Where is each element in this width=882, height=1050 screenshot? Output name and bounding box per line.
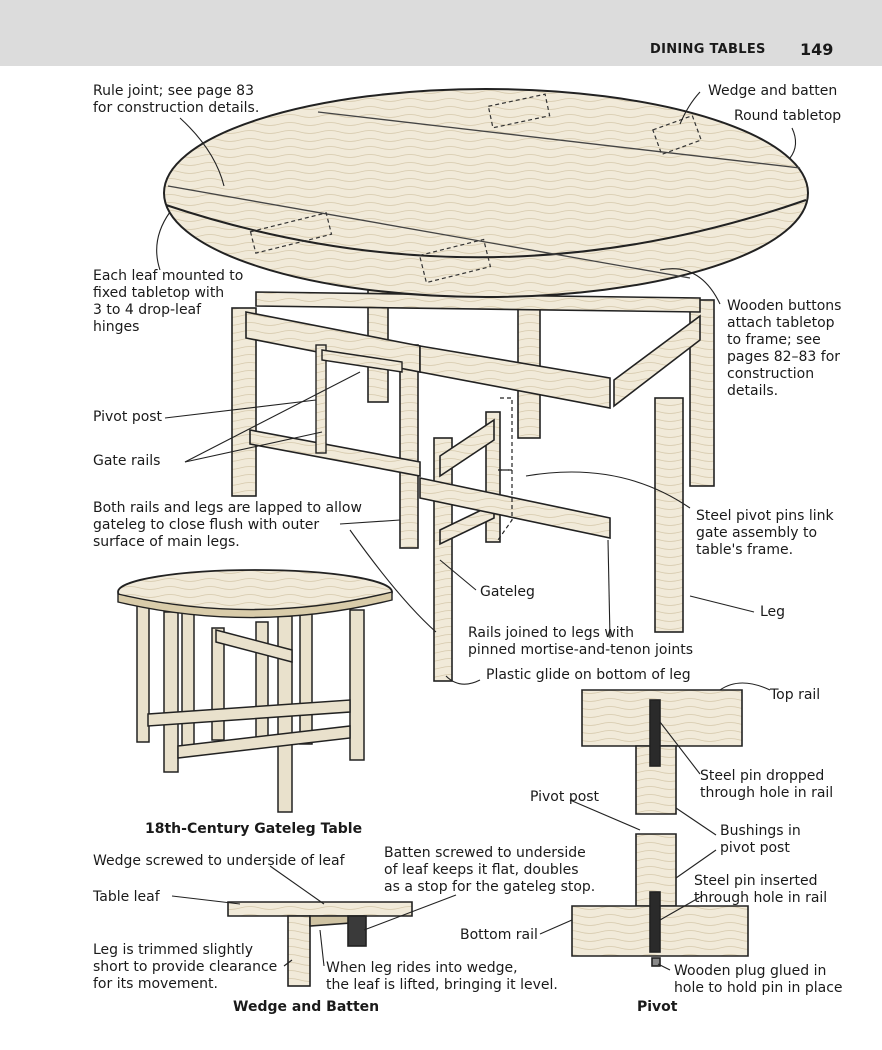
- leader-lines: [156, 91, 797, 971]
- label-leg: Leg: [760, 604, 786, 620]
- label-pivot-post: Pivot post: [93, 409, 163, 425]
- header-band: [0, 0, 882, 66]
- wedge-batten-drawing: [227, 901, 413, 987]
- label-gateleg: Gateleg: [480, 584, 535, 600]
- gate-rails-drawing: [315, 344, 403, 454]
- label-steel-pin-inserted: Steel pin inserted through hole in rail: [694, 873, 828, 906]
- label-leg-trimmed: Leg is trimmed slightly short to provide…: [93, 942, 278, 992]
- caption-pivot: Pivot: [637, 999, 678, 1015]
- label-top-rail: Top rail: [770, 687, 821, 703]
- label-table-leaf: Table leaf: [93, 889, 160, 905]
- label-wedge-batten-top: Wedge and batten: [708, 83, 838, 99]
- label-each-leaf: Each leaf mounted to fixed tabletop with…: [93, 268, 244, 335]
- tabletop-edge: [165, 199, 807, 259]
- caption-wedge-and-batten: Wedge and Batten: [233, 999, 380, 1015]
- label-when-leg-rides: When leg rides into wedge, the leaf is l…: [326, 960, 558, 993]
- label-rule-joint: Rule joint; see page 83 for construction…: [93, 83, 260, 116]
- gateleg-table-drawing: [117, 569, 393, 813]
- label-gate-rails: Gate rails: [93, 453, 161, 469]
- gateleg-path-dashed: [497, 397, 513, 541]
- label-batten-screwed: Batten screwed to underside of leaf keep…: [384, 845, 596, 895]
- label-steel-pivot-pins: Steel pivot pins link gate assembly to t…: [696, 508, 834, 558]
- caption-gateleg-table: 18th-Century Gateleg Table: [145, 821, 363, 837]
- gateleg-assembly: [419, 411, 611, 682]
- pivot-drawing: [571, 689, 749, 967]
- page-number: 149: [800, 40, 834, 59]
- label-wedge-screwed: Wedge screwed to underside of leaf: [93, 853, 345, 869]
- running-head: DINING TABLES: [650, 42, 766, 57]
- rule-joint-line-right: [317, 111, 801, 169]
- label-wooden-buttons: Wooden buttons attach tabletop to frame;…: [727, 298, 842, 399]
- label-pivot-post-detail: Pivot post: [530, 789, 600, 805]
- label-bushings: Bushings in pivot post: [720, 823, 801, 856]
- label-rails-joined: Rails joined to legs with pinned mortise…: [468, 625, 694, 658]
- label-both-rails: Both rails and legs are lapped to allow …: [93, 500, 362, 550]
- round-tabletop-drawing: [163, 88, 809, 298]
- label-round-tabletop: Round tabletop: [734, 108, 842, 124]
- rule-joint-line-left: [167, 185, 691, 279]
- frame-rails: [245, 291, 701, 477]
- label-wooden-plug: Wooden plug glued in hole to hold pin in…: [674, 963, 843, 996]
- label-plastic-glide: Plastic glide on bottom of leg: [486, 667, 691, 683]
- hidden-battens: [249, 93, 702, 284]
- label-bottom-rail: Bottom rail: [460, 927, 538, 943]
- label-steel-pin-dropped: Steel pin dropped through hole in rail: [700, 768, 834, 801]
- main-table: [163, 88, 809, 682]
